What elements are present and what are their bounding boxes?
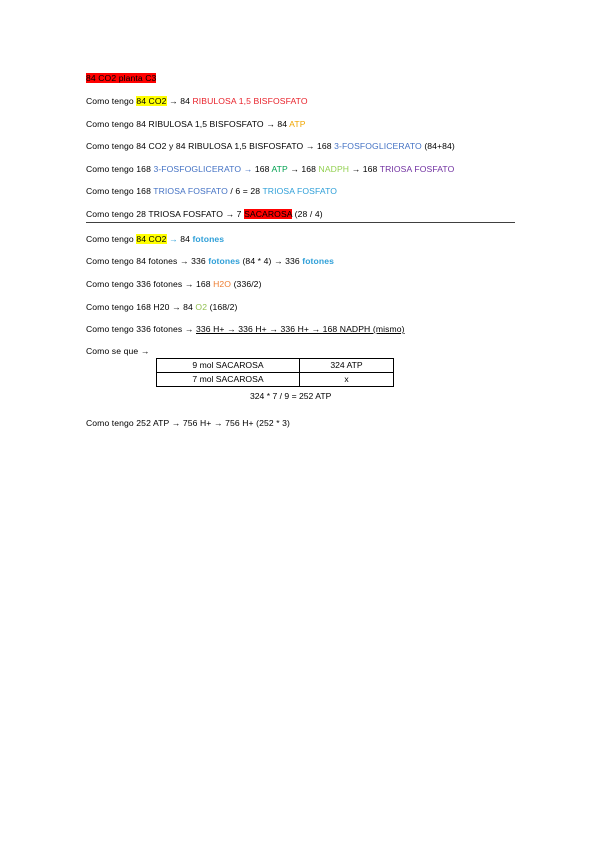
text: Como tengo 28 TRIOSA FOSFATO → 7	[86, 209, 245, 219]
text: Como tengo	[86, 234, 137, 244]
atp-term: ATP	[289, 119, 306, 129]
line-8: Como tengo 84 fotones → 336 fotones (84 …	[86, 256, 334, 266]
text: → 84	[166, 96, 193, 106]
text: Como tengo 252 ATP → 756 H+ → 756 H+ (25…	[86, 418, 290, 428]
h2o-term: H2O	[213, 279, 232, 289]
table-cell: 324 ATP	[299, 358, 394, 373]
text: Como se que →	[86, 346, 150, 356]
fosfoglicerato-term: 3-FOSFOGLICERATO	[334, 141, 422, 151]
co2-highlight: 84 CO2	[136, 96, 167, 106]
text: (168/2)	[207, 302, 238, 312]
line-1: Como tengo 84 CO2 → 84 RIBULOSA 1,5 BISF…	[86, 96, 308, 106]
line-2: Como tengo 84 RIBULOSA 1,5 BISFOSFATO → …	[86, 119, 306, 129]
text: (84+84)	[421, 141, 455, 151]
table-cell: x	[299, 372, 394, 387]
proportion-table: 9 mol SACAROSA 324 ATP 7 mol SACAROSA x	[156, 358, 394, 387]
line-4: Como tengo 168 3-FOSFOGLICERATO → 168 AT…	[86, 164, 454, 174]
nadph-term: NADPH	[318, 164, 350, 174]
text: Como tengo 336 fotones → 168	[86, 279, 214, 289]
text: Como tengo 168	[86, 186, 154, 196]
calculation: 324 * 7 / 9 = 252 ATP	[250, 391, 332, 401]
line-7: Como tengo 84 CO2 → 84 fotones	[86, 234, 224, 244]
divider	[86, 222, 515, 223]
triosa-term: TRIOSA FOSFATO	[379, 164, 455, 174]
text: 168	[254, 164, 272, 174]
underlined-chain: 336 H+ → 336 H+ → 336 H+ → 168 NADPH (mi…	[196, 324, 405, 334]
table-row: 7 mol SACAROSA x	[156, 372, 394, 387]
triosa-term: TRIOSA FOSFATO	[153, 186, 228, 196]
text: Como tengo 168	[86, 164, 154, 174]
line-3: Como tengo 84 CO2 y 84 RIBULOSA 1,5 BISF…	[86, 141, 455, 151]
sacarosa-highlight: SACAROSA	[244, 209, 293, 219]
text: Como tengo 168 H20 → 84	[86, 302, 196, 312]
fotones-term: fotones	[192, 234, 225, 244]
line-13: Como tengo 252 ATP → 756 H+ → 756 H+ (25…	[86, 418, 290, 428]
fotones-term: fotones	[302, 256, 334, 266]
co2-highlight: 84 CO2	[136, 234, 167, 244]
table-cell: 9 mol SACAROSA	[156, 358, 300, 373]
text: Como tengo 336 fotones →	[86, 324, 196, 334]
ribulosa-term: RIBULOSA 1,5 BISFOSFATO	[192, 96, 308, 106]
text: / 6 = 28	[227, 186, 263, 196]
title-highlight: 84 CO2 planta C3	[86, 73, 157, 83]
fotones-term: fotones	[208, 256, 240, 266]
text: Como tengo 84 fotones → 336	[86, 256, 209, 266]
line-6: Como tengo 28 TRIOSA FOSFATO → 7 SACAROS…	[86, 209, 323, 219]
text: → 168	[287, 164, 319, 174]
arrow: →	[241, 164, 255, 174]
line-9: Como tengo 336 fotones → 168 H2O (336/2)	[86, 279, 262, 289]
text: (84 * 4) → 336	[239, 256, 303, 266]
line-5: Como tengo 168 TRIOSA FOSFATO / 6 = 28 T…	[86, 186, 337, 196]
text: → 168	[349, 164, 380, 174]
atp-term: ATP	[271, 164, 288, 174]
o2-term: O2	[195, 302, 208, 312]
table-cell: 7 mol SACAROSA	[156, 372, 300, 387]
triosa-term: TRIOSA FOSFATO	[262, 186, 338, 196]
line-10: Como tengo 168 H20 → 84 O2 (168/2)	[86, 302, 238, 312]
line-11: Como tengo 336 fotones → 336 H+ → 336 H+…	[86, 324, 405, 334]
arrow: →	[166, 234, 181, 244]
text: Como tengo 84 RIBULOSA 1,5 BISFOSFATO → …	[86, 119, 290, 129]
fosfoglicerato-term: 3-FOSFOGLICERATO	[153, 164, 242, 174]
table-row: 9 mol SACAROSA 324 ATP	[156, 358, 394, 373]
title-line: 84 CO2 planta C3	[86, 73, 157, 83]
text: (336/2)	[231, 279, 262, 289]
text: Como tengo 84 CO2 y 84 RIBULOSA 1,5 BISF…	[86, 141, 335, 151]
line-12: Como se que →	[86, 346, 149, 356]
text: Como tengo	[86, 96, 137, 106]
text: (28 / 4)	[292, 209, 323, 219]
text: 84	[180, 234, 193, 244]
